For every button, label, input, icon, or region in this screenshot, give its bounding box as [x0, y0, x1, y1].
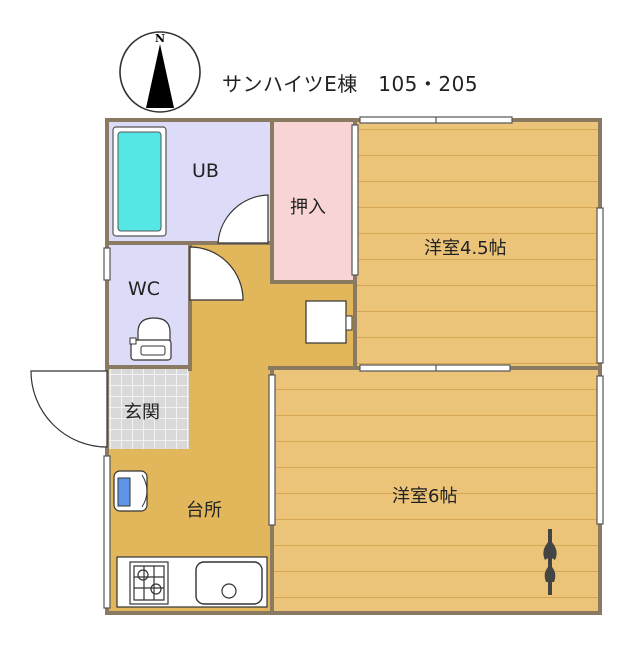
bathtub-icon	[112, 126, 167, 237]
windows	[103, 116, 604, 609]
appliance-icon	[305, 300, 353, 344]
entrance-door-icon	[30, 370, 108, 448]
toilet-label: WC	[128, 278, 161, 300]
doors	[30, 194, 269, 448]
fan-icon	[543, 529, 557, 595]
room-6-label: 洋室6帖	[392, 486, 458, 507]
toilet-door-icon	[189, 246, 244, 301]
north-arrow-icon	[146, 44, 174, 108]
room-4-5-floor	[355, 122, 599, 366]
bathroom-door-icon	[217, 194, 269, 244]
sink-icon	[195, 561, 263, 605]
entrance-label: 玄関	[124, 402, 160, 423]
north-label: N	[155, 32, 165, 45]
room-4-5-label: 洋室4.5帖	[424, 238, 507, 259]
closet-label: 押入	[290, 197, 326, 218]
page-title: サンハイツE棟 105・205	[222, 72, 479, 96]
bathroom-label: UB	[192, 160, 219, 182]
entrance-floor	[109, 369, 189, 449]
stove-icon	[129, 561, 169, 605]
water-heater-icon	[113, 470, 148, 512]
closet-floor	[274, 122, 353, 282]
toilet-icon	[129, 317, 172, 361]
kitchen-label: 台所	[186, 500, 222, 521]
kitchen-counter	[116, 556, 268, 608]
room-6-floor	[272, 370, 599, 612]
compass: N	[119, 31, 201, 113]
